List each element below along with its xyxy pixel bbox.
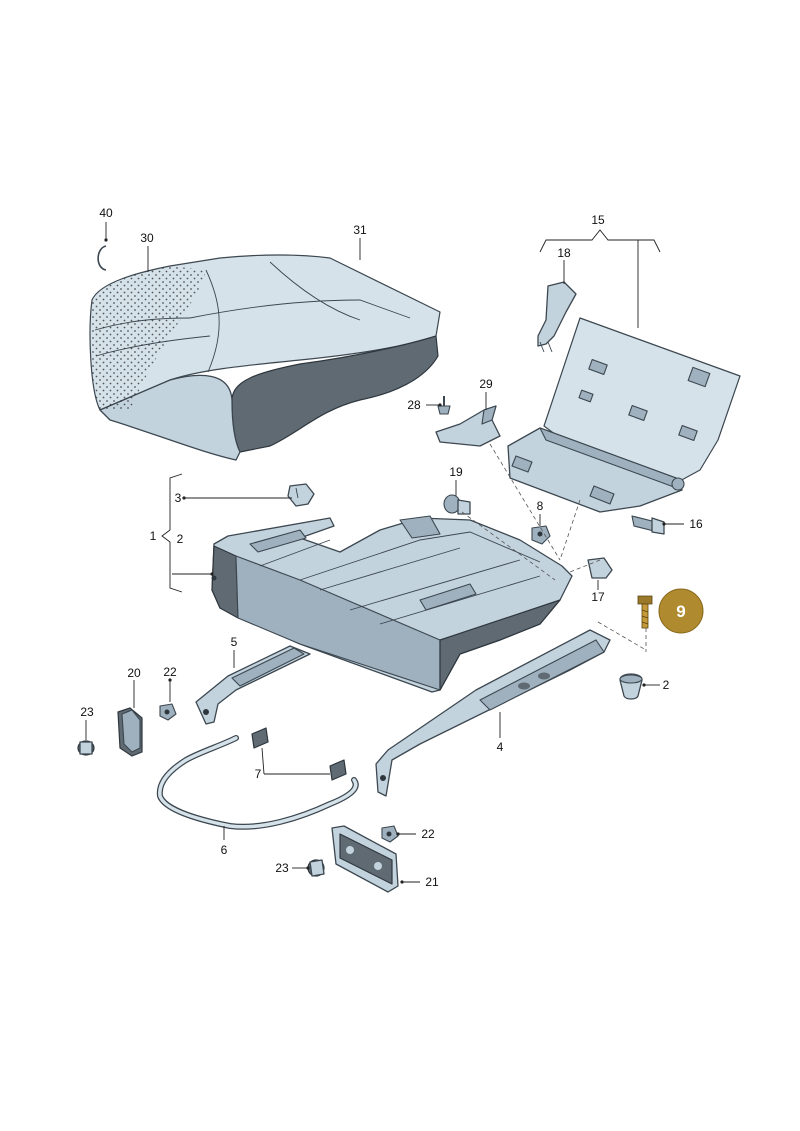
label-15: 15	[591, 213, 605, 227]
part-22-nut-right	[381, 825, 399, 843]
part-40-clip	[97, 245, 107, 271]
label-28: 28	[407, 398, 421, 412]
part-1-seat-pan-frame	[211, 515, 573, 693]
label-23-right: 23	[275, 861, 289, 875]
part-7-pads	[251, 727, 347, 781]
highlight-callout-9[interactable]: 9	[658, 588, 704, 634]
part-22-nut-left	[159, 703, 177, 721]
label-7: 7	[255, 767, 262, 781]
part-16-bolt	[631, 515, 665, 535]
part-8-nut	[531, 525, 551, 545]
label-20: 20	[127, 666, 141, 680]
label-40: 40	[99, 206, 113, 220]
part-21-trim-cover	[331, 825, 399, 893]
label-18: 18	[557, 246, 571, 260]
part-28-screw	[437, 396, 451, 415]
label-31: 31	[353, 223, 367, 237]
part-29-bracket	[435, 405, 501, 447]
label-3: 3	[175, 491, 182, 505]
assembly-dashed-lines	[461, 443, 647, 652]
part-9-bolt	[637, 595, 653, 629]
label-4: 4	[497, 740, 504, 754]
part-18-hinge-cover	[537, 281, 577, 353]
part-23-cap-right	[307, 859, 325, 877]
highlight-badge[interactable]	[658, 588, 704, 634]
part-5-seat-rail-left	[195, 645, 311, 725]
leader-lines	[85, 222, 684, 884]
label-6: 6	[221, 843, 228, 857]
part-4-seat-rail-right	[375, 629, 611, 797]
part-17-clip-nut	[587, 557, 613, 579]
label-2-frame: 2	[177, 532, 184, 546]
label-22-left: 22	[163, 665, 177, 679]
label-29: 29	[479, 377, 493, 391]
part-19-plug	[443, 494, 471, 515]
label-1: 1	[150, 529, 157, 543]
label-17: 17	[591, 590, 605, 604]
label-5: 5	[231, 635, 238, 649]
label-30: 30	[140, 231, 154, 245]
label-8: 8	[537, 499, 544, 513]
part-6-tube-frame	[156, 735, 359, 830]
part-15-backrest-hinge-plate	[507, 317, 741, 513]
callout-labels: 40 30 31 15 18 28 29 3 1 2 19 8 16 17 2 …	[80, 206, 703, 889]
part-2-grommet	[619, 673, 643, 700]
label-22-right: 22	[421, 827, 435, 841]
label-23-left: 23	[80, 705, 94, 719]
part-3-clip-nut	[287, 483, 315, 507]
highlight-label-9: 9	[676, 602, 685, 621]
label-16: 16	[689, 517, 703, 531]
label-19: 19	[449, 465, 463, 479]
label-2-grommet: 2	[663, 678, 670, 692]
label-21: 21	[425, 875, 439, 889]
part-23-cap-left	[77, 740, 95, 756]
part-30-31-seat-cushion	[89, 254, 441, 461]
part-20-trim-cover	[117, 707, 143, 757]
